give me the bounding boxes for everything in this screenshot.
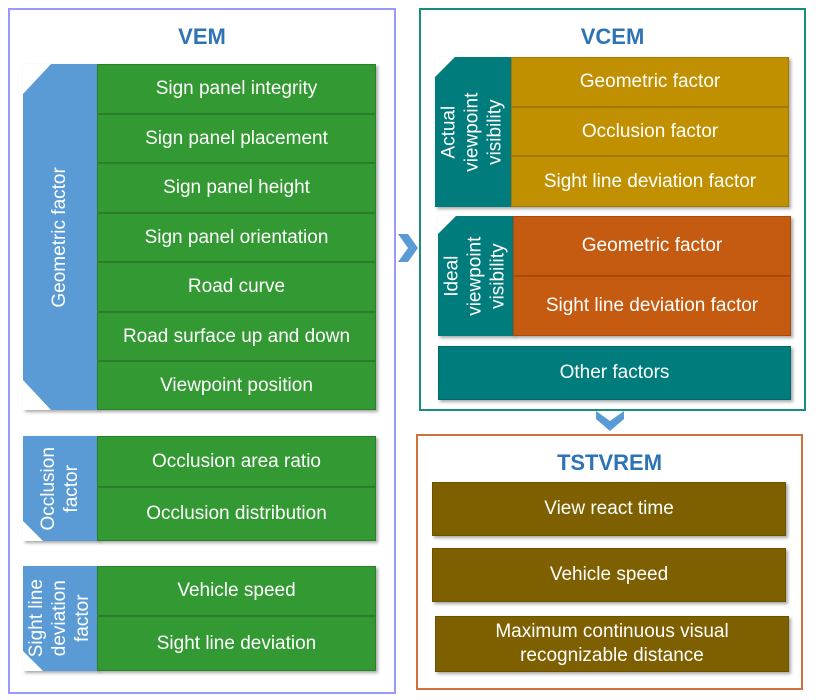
actual-occlusion-factor: Occlusion factor — [511, 107, 789, 156]
road-curve: Road curve — [97, 262, 376, 312]
actual-sight-line-deviation-factor: Sight line deviation factor — [511, 156, 789, 207]
chevron-right-icon — [398, 234, 418, 262]
sign-panel-orientation: Sign panel orientation — [97, 213, 376, 262]
ideal-viewpoint-visibility-tab — [438, 216, 514, 336]
view-react-time: View react time — [432, 482, 786, 536]
sign-panel-height: Sign panel height — [97, 163, 376, 213]
occlusion-factor-tab — [23, 436, 98, 541]
occlusion-area-ratio: Occlusion area ratio — [97, 436, 376, 487]
sight-line-deviation: Sight line deviation — [97, 616, 376, 671]
geometric-factor-tab — [23, 64, 98, 410]
max-distance-line1: Maximum continuous visual — [495, 621, 729, 643]
viewpoint-position: Viewpoint position — [97, 361, 376, 410]
maximum-continuous-visual-recognizable-distance: Maximum continuous visual recognizable d… — [435, 616, 789, 672]
tstvrem-vehicle-speed: Vehicle speed — [432, 548, 786, 602]
chevron-down-icon — [596, 411, 624, 431]
road-surface-up-and-down: Road surface up and down — [97, 312, 376, 361]
other-factors: Other factors — [438, 346, 791, 400]
sight-line-deviation-factor-tab — [23, 566, 98, 671]
vehicle-speed: Vehicle speed — [97, 566, 376, 616]
actual-geometric-factor: Geometric factor — [511, 57, 789, 107]
actual-viewpoint-visibility-tab — [435, 57, 511, 207]
tstvrem-title: TSTVREM — [556, 450, 663, 475]
geometric-factor-label: Geometric factor — [23, 64, 98, 410]
vcem-title: VCEM — [580, 24, 645, 49]
vem-title: VEM — [178, 24, 226, 49]
occlusion-distribution: Occlusion distribution — [97, 487, 376, 541]
ideal-geometric-factor: Geometric factor — [513, 216, 791, 276]
sign-panel-integrity: Sign panel integrity — [97, 64, 376, 114]
max-distance-line2: recognizable distance — [520, 645, 704, 666]
sign-panel-placement: Sign panel placement — [97, 114, 376, 163]
ideal-sight-line-deviation-factor: Sight line deviation factor — [513, 276, 791, 336]
